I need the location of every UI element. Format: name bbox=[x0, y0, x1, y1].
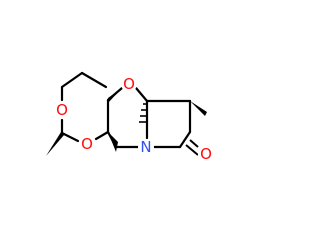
bond-c3-o3 bbox=[60, 131, 80, 143]
nitrogen-label: N bbox=[140, 138, 151, 156]
wedge-methyl-c7 bbox=[190, 101, 207, 116]
bond-o3-c4 bbox=[94, 130, 110, 141]
carbonyl-double-bond bbox=[178, 130, 199, 156]
bond-o1-c6 bbox=[134, 86, 149, 103]
atom-o2: O bbox=[54, 101, 70, 119]
bond-c8-ring bbox=[178, 130, 192, 149]
wedge-c4 bbox=[108, 132, 118, 152]
stereo-bonds bbox=[46, 88, 207, 156]
structure-canvas: O O O N O bbox=[46, 71, 214, 163]
oxygen-label: O bbox=[56, 101, 68, 119]
atom-o1: O bbox=[121, 75, 137, 93]
wedge-c5 bbox=[108, 88, 122, 103]
bond-c8-o4-b bbox=[185, 144, 199, 156]
atom-o3: O bbox=[79, 135, 95, 153]
wedge-methyl-c3 bbox=[46, 132, 64, 156]
atom-o4: O bbox=[198, 145, 214, 163]
bond-c1-o1 bbox=[80, 71, 108, 89]
bond-group bbox=[60, 71, 192, 149]
bond-c1-c2 bbox=[60, 71, 84, 89]
bond-c8-o4-a bbox=[189, 139, 199, 148]
oxygen-label: O bbox=[123, 75, 135, 93]
molecule-drawing: O O O N O bbox=[46, 71, 214, 163]
oxygen-label: O bbox=[200, 145, 212, 163]
atom-labels: O O O N O bbox=[54, 75, 214, 163]
oxygen-label: O bbox=[81, 135, 93, 153]
atom-n1: N bbox=[138, 138, 154, 156]
